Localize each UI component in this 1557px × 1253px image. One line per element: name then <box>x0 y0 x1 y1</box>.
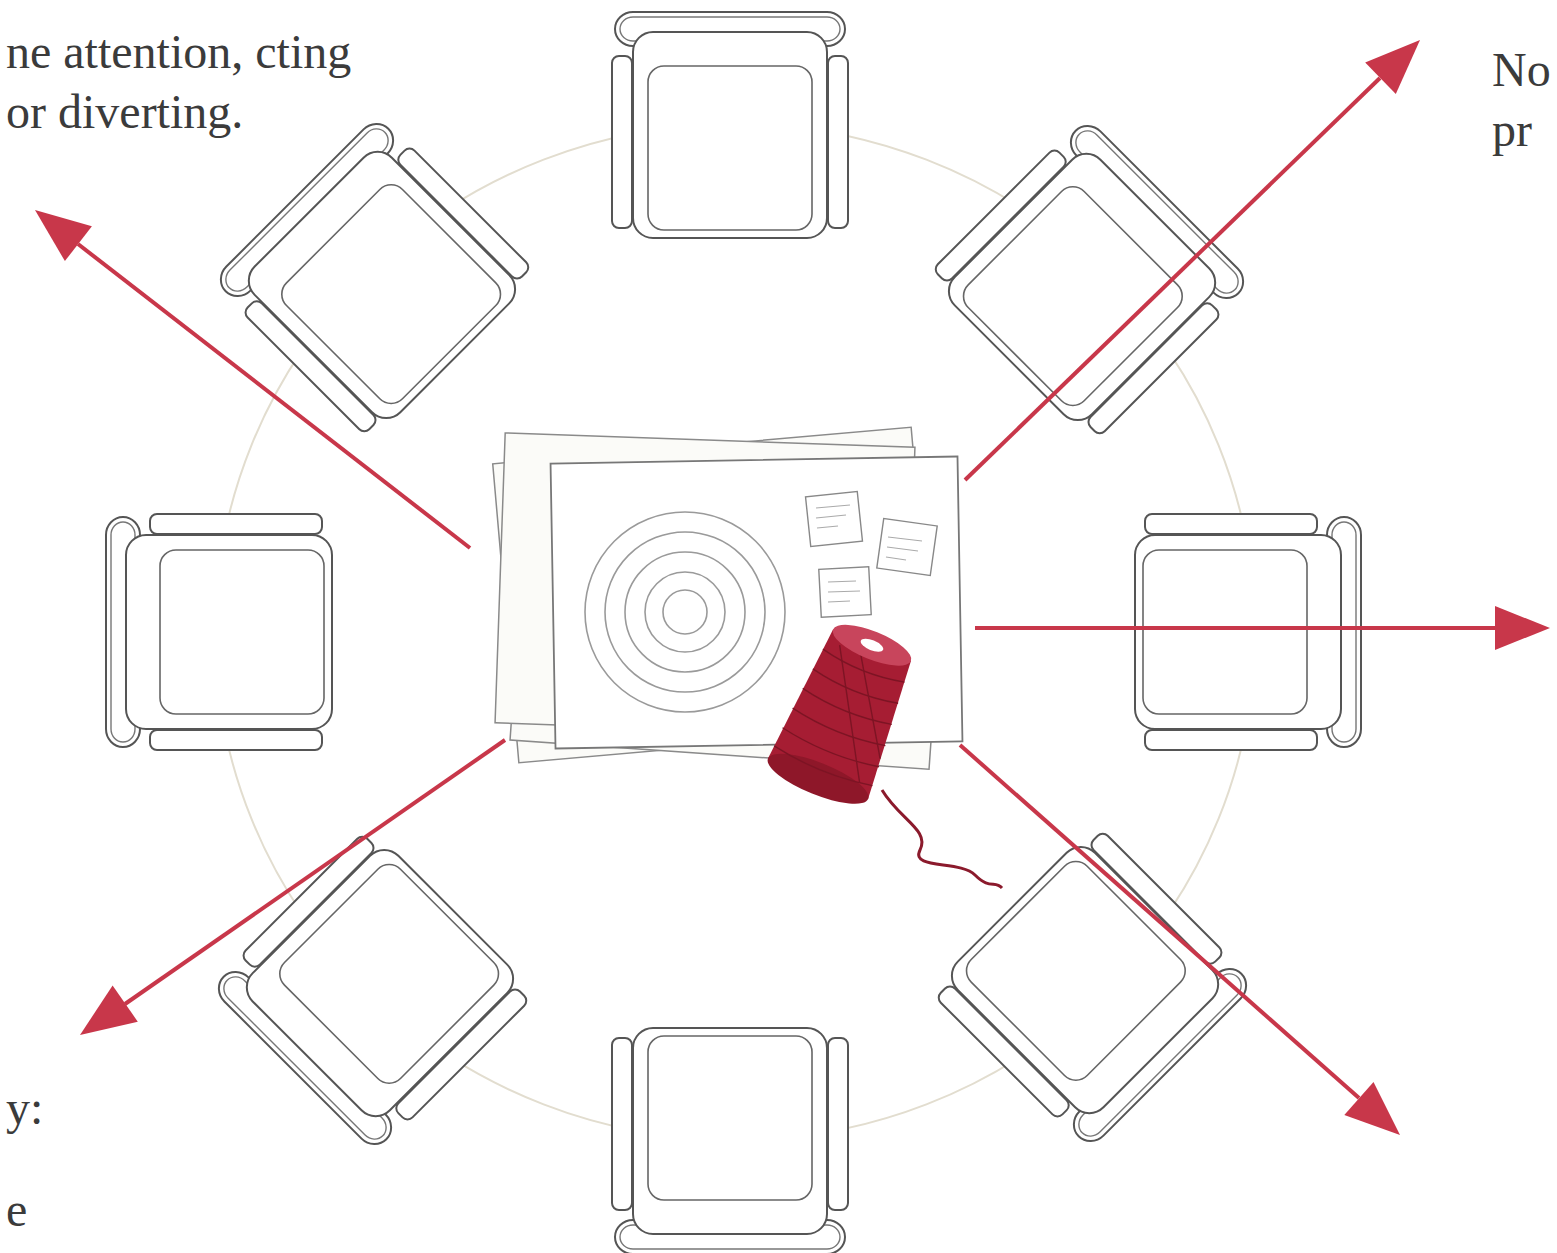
target-rings <box>585 512 785 712</box>
chair <box>106 514 332 750</box>
arrows <box>35 40 1550 1135</box>
caption-fragment: e <box>6 1180 27 1240</box>
sticky-notes <box>806 491 938 617</box>
caption-fragment: No pr <box>1492 40 1551 160</box>
chair <box>1135 514 1361 750</box>
chair <box>212 115 539 442</box>
chair <box>210 827 537 1154</box>
chair <box>612 12 848 238</box>
chair <box>612 1028 848 1253</box>
chair <box>926 117 1253 444</box>
caption-fragment: y: <box>6 1078 43 1138</box>
chair <box>929 824 1256 1151</box>
caption-fragment: ne attention, cting or diverting. <box>6 22 353 142</box>
